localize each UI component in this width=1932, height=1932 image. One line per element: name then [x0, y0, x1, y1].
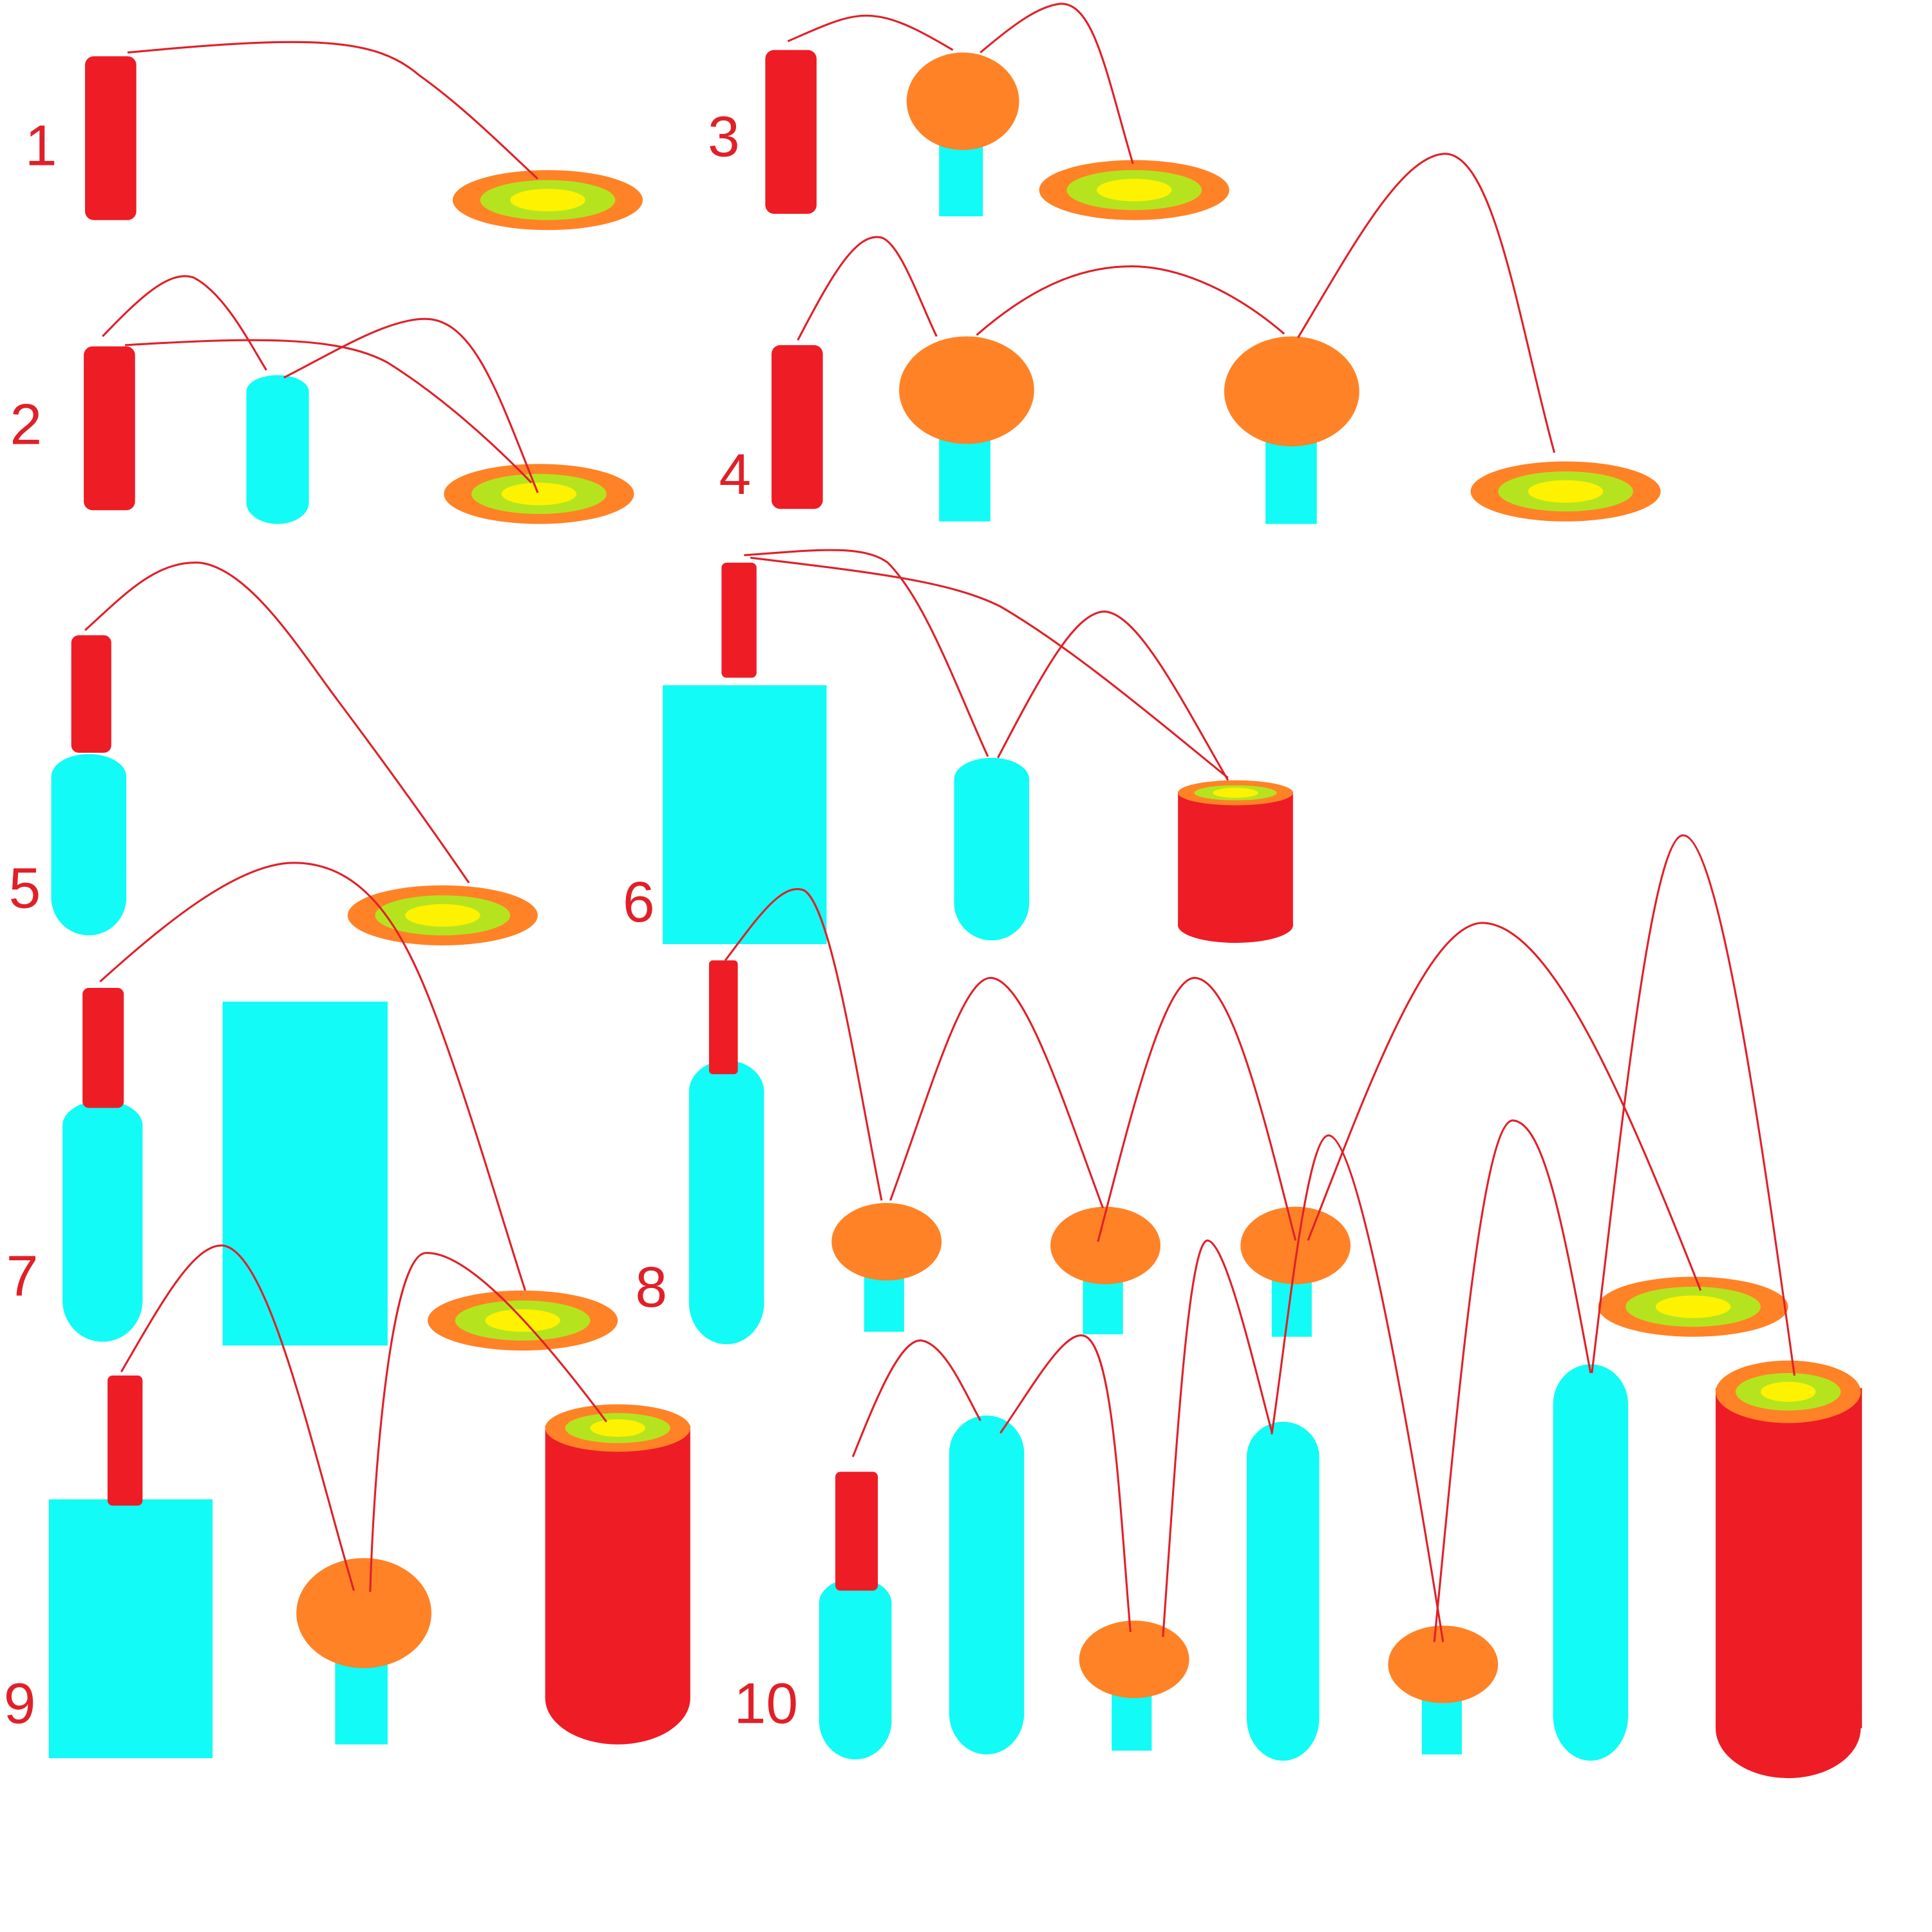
booster-pellet — [1246, 1421, 1320, 1761]
wire — [1162, 1239, 1273, 1637]
booster-pellet — [246, 375, 309, 524]
wire — [889, 976, 1104, 1209]
target-disc — [444, 464, 634, 524]
panel-7: 7 — [6, 862, 618, 1351]
panel-10: 10 — [734, 834, 1862, 1779]
wire — [744, 549, 989, 757]
wire — [99, 862, 527, 1291]
target-disc — [1470, 461, 1661, 522]
detonator — [85, 56, 137, 220]
mushroom-booster — [831, 1202, 942, 1332]
detonator — [71, 635, 111, 753]
detonator — [82, 987, 124, 1108]
wire — [750, 556, 1229, 779]
mushroom-booster — [1224, 336, 1359, 524]
wire — [1097, 976, 1297, 1242]
wire — [999, 1334, 1132, 1633]
booster-pellet — [1553, 1364, 1629, 1761]
panel-1: 1 — [25, 41, 643, 231]
panel-label: 6 — [623, 869, 655, 934]
panel-label: 2 — [10, 392, 43, 456]
booster-pellet — [954, 757, 1030, 941]
target-disc — [452, 170, 643, 231]
wire — [120, 1244, 355, 1591]
cylinder-charge — [1716, 1360, 1862, 1779]
panel-8: 8 — [635, 888, 1788, 1345]
wire — [851, 1339, 981, 1457]
wire — [1433, 1119, 1592, 1642]
wire — [369, 1252, 607, 1592]
booster-pellet — [949, 1416, 1025, 1755]
panel-3: 3 — [708, 3, 1229, 220]
mushroom-booster — [899, 336, 1034, 522]
panel-label: 3 — [708, 104, 740, 169]
panel-label: 7 — [6, 1244, 39, 1308]
panel-label: 9 — [4, 1671, 36, 1736]
cylinder-charge — [1178, 780, 1293, 943]
panel-4: 4 — [719, 153, 1661, 524]
wire — [1271, 1134, 1444, 1642]
wire — [283, 317, 539, 493]
booster-block — [222, 1001, 388, 1346]
mushroom-booster — [1388, 1625, 1499, 1755]
wire — [127, 41, 539, 180]
wire — [797, 236, 938, 341]
mushroom-booster — [1050, 1206, 1160, 1334]
panel-6: 6 — [623, 549, 1293, 945]
booster-block — [663, 685, 827, 945]
mushroom-booster — [1079, 1620, 1189, 1751]
cylinder-charge — [545, 1404, 690, 1745]
detonator — [772, 345, 823, 509]
wire — [1591, 834, 1795, 1376]
booster-block — [48, 1499, 213, 1759]
detonator — [84, 346, 135, 511]
panel-label: 8 — [635, 1255, 667, 1319]
detonator — [835, 1472, 878, 1591]
panel-label: 1 — [25, 113, 57, 177]
wire — [1297, 153, 1556, 453]
wire — [787, 14, 954, 52]
panel-2: 2 — [10, 275, 634, 524]
wire — [976, 265, 1285, 336]
booster-pellet — [688, 1060, 764, 1345]
target-disc — [347, 885, 538, 945]
booster-pellet — [62, 1100, 143, 1342]
booster-pellet — [51, 753, 127, 936]
panel-label: 4 — [719, 442, 752, 506]
wire — [724, 888, 883, 1201]
mushroom-booster — [1240, 1206, 1351, 1337]
detonator — [765, 50, 817, 214]
panel-label: 10 — [734, 1671, 798, 1736]
detonator — [107, 1375, 143, 1506]
mushroom-booster — [906, 52, 1019, 216]
detonator — [721, 562, 757, 678]
panel-label: 5 — [9, 856, 41, 920]
target-disc — [1039, 160, 1229, 220]
booster-pellet — [819, 1578, 892, 1760]
panel-9: 9 — [4, 1244, 690, 1759]
wire — [997, 610, 1229, 781]
wire — [84, 562, 470, 884]
panel-5: 5 — [9, 562, 538, 945]
detonator — [708, 960, 738, 1074]
wire — [125, 339, 533, 484]
target-disc — [1598, 1276, 1788, 1337]
wire — [1307, 922, 1702, 1291]
mushroom-booster — [296, 1558, 431, 1745]
wire — [980, 3, 1134, 164]
